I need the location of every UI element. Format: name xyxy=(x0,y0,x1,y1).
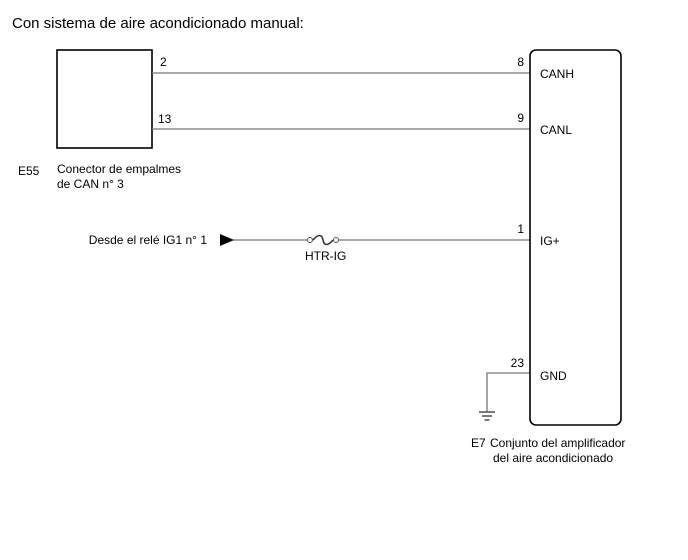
pin-9: 9 xyxy=(517,111,524,125)
pin-label-canl: CANL xyxy=(540,123,572,137)
amplifier-box xyxy=(529,49,622,426)
pin-label-gnd: GND xyxy=(540,369,567,383)
pin-1: 1 xyxy=(517,222,524,236)
pin-label-ig-plus: IG+ xyxy=(540,234,560,248)
right-component-name-2: del aire acondicionado xyxy=(493,451,613,465)
pin-23: 23 xyxy=(511,356,525,370)
pin-13: 13 xyxy=(158,112,172,126)
fuse-label: HTR-IG xyxy=(305,249,346,263)
pin-2: 2 xyxy=(160,55,167,69)
ground-icon xyxy=(479,411,495,421)
splice-connector-box xyxy=(56,49,153,149)
left-component-code: E55 xyxy=(18,164,40,178)
left-component-name-1: Conector de empalmes xyxy=(57,162,181,176)
gnd-wire xyxy=(486,372,530,412)
right-component-code: E7 xyxy=(471,436,486,450)
fuse-icon xyxy=(307,234,339,246)
pin-label-canh: CANH xyxy=(540,67,574,81)
arrow-icon xyxy=(220,234,234,246)
pin-8: 8 xyxy=(517,55,524,69)
power-source-label: Desde el relé IG1 n° 1 xyxy=(89,233,208,247)
diagram-title: Con sistema de aire acondicionado manual… xyxy=(12,15,304,32)
left-component-name-2: de CAN n° 3 xyxy=(57,177,124,191)
right-component-name-1: Conjunto del amplificador xyxy=(490,436,625,450)
